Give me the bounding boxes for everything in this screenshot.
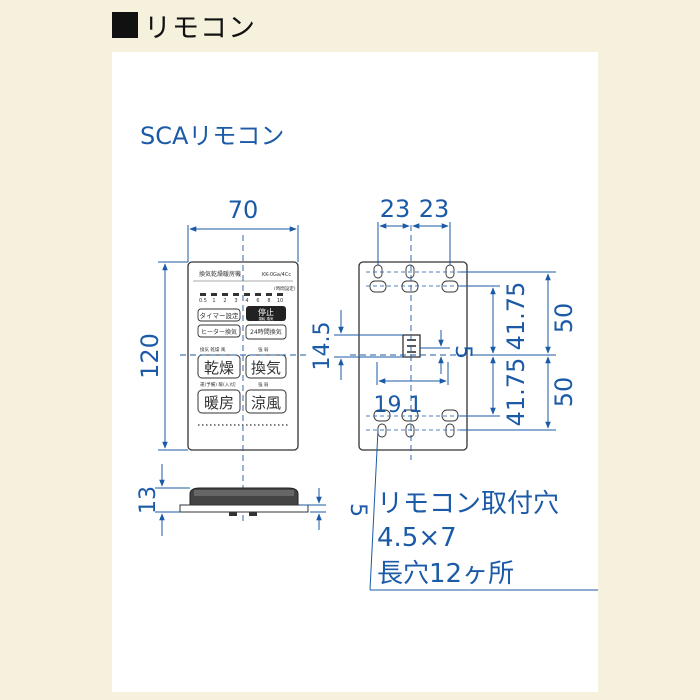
device-title: 換気乾燥暖房機 [199, 270, 241, 278]
back-view: 23 23 50 50 41.75 41.75 14.5 5 19.1 [310, 195, 598, 591]
side-thickness-label: 5 [345, 503, 370, 517]
stop-sublabel: 運転 換気 [258, 316, 274, 321]
back-center-width: 19.1 [374, 393, 423, 418]
square-bullet-icon [112, 12, 138, 38]
side-height-label: 13 [136, 486, 161, 514]
heater-vent-label: ヒーター換気 [201, 328, 237, 336]
heater-vent-button[interactable] [197, 324, 241, 338]
row2-labels-right: 強 弱 [258, 381, 269, 388]
cool-label: 涼風 [251, 394, 281, 412]
timer-set-label: タイマー設定 [200, 311, 240, 320]
row2-labels: 運(予備) 暖(入)切 [200, 381, 236, 388]
timer-mark: 1 [212, 298, 215, 304]
back-width-right: 23 [419, 195, 450, 223]
back-height-bottom: 50 [550, 377, 578, 408]
side-view: 13 5 [136, 464, 370, 536]
dry-label: 乾燥 [204, 359, 234, 377]
row1-labels: 換気 乾燥 風 [200, 346, 226, 353]
back-center-gap: 5 [450, 345, 475, 359]
timer-mark: 6 [256, 298, 259, 304]
timer-mark: 3 [234, 298, 237, 304]
heat-button[interactable] [197, 389, 241, 414]
timer-mark: 10 [277, 298, 283, 304]
row1-labels-right: 強 弱 [258, 346, 269, 353]
timer-mark: 0.5 [199, 298, 207, 304]
cool-button[interactable] [245, 389, 287, 414]
back-width-left: 23 [380, 195, 411, 223]
note-line1: リモコン取付穴 [377, 489, 559, 519]
section-title: リモコン [144, 12, 256, 44]
front-height-label: 120 [136, 333, 164, 379]
timer-mark: 4 [245, 298, 248, 304]
back-left-offset: 14.5 [310, 322, 335, 371]
stop-button[interactable] [246, 306, 286, 321]
vent-24h-button[interactable] [245, 324, 287, 340]
back-height-top: 50 [550, 303, 578, 334]
vent-label: 換気 [251, 359, 281, 377]
front-view: 70 120 換気乾燥暖房機 KK-0Ga/4Cc (時間設定) 0.5 1 2… [136, 196, 306, 522]
timer-mark: 2 [223, 298, 226, 304]
device-model: KK-0Ga/4Cc [262, 272, 291, 278]
heat-label: 暖房 [204, 394, 234, 412]
timer-set-button[interactable] [197, 308, 241, 322]
timer-scale-label: (時間設定) [274, 285, 296, 292]
note-line3: 長穴12ヶ所 [377, 559, 514, 589]
front-width-label: 70 [228, 196, 259, 224]
drawing-subtitle: SCAリモコン [140, 122, 284, 150]
section-header: リモコン [112, 8, 256, 44]
back-inner-bottom: 41.75 [502, 358, 530, 427]
vent-24h-label: 24時間換気 [250, 328, 282, 336]
dry-button[interactable] [197, 354, 241, 379]
back-inner-top: 41.75 [502, 282, 530, 351]
stop-label: 停止 [258, 307, 274, 317]
timer-mark: 8 [267, 298, 270, 304]
note-line2: 4.5×7 [377, 523, 457, 553]
